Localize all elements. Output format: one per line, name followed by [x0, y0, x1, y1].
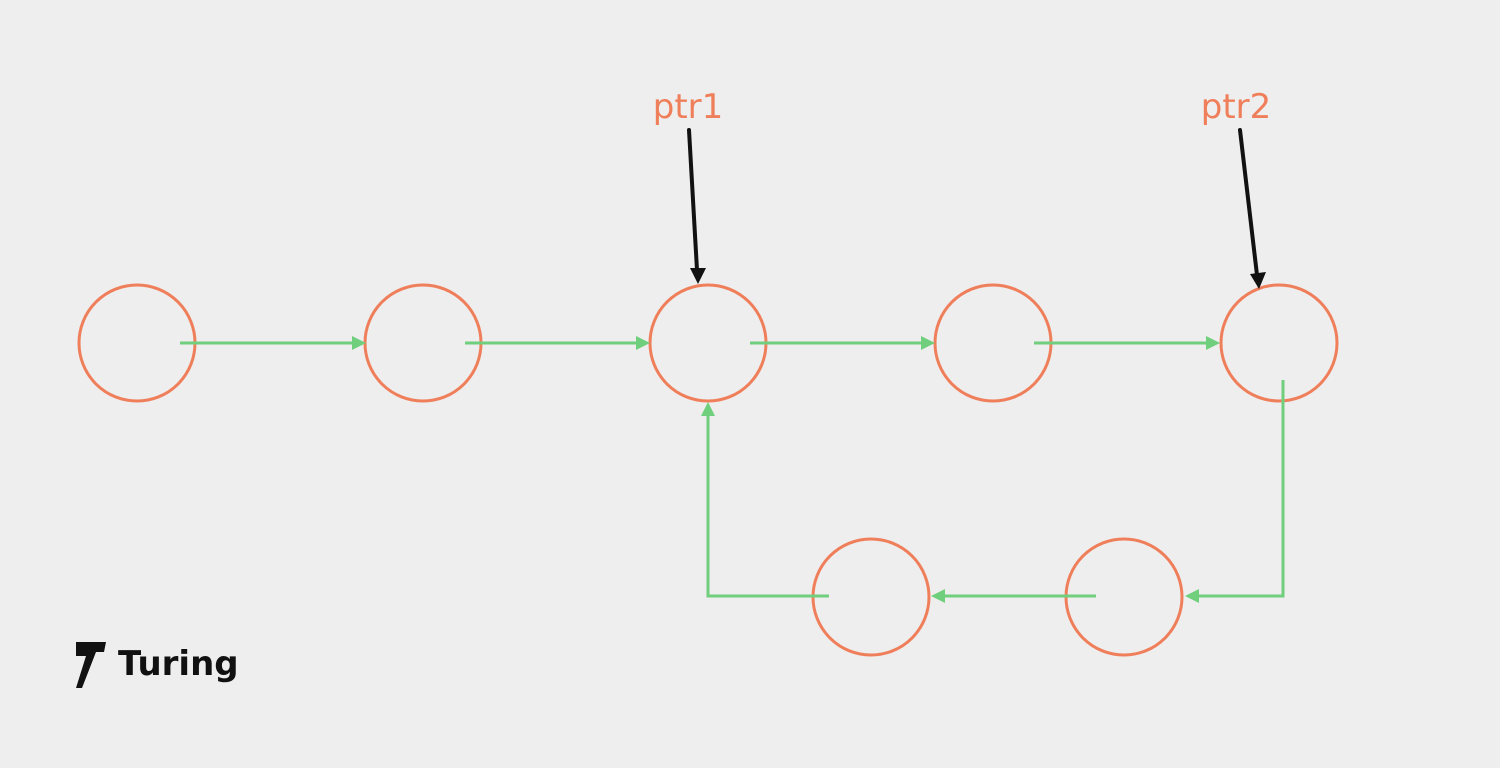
pointer-arrow-ptr1 — [690, 268, 706, 284]
edge-node-1-to-2 — [180, 336, 366, 350]
list-node-5 — [1219, 283, 1339, 403]
list-node-1 — [77, 283, 197, 403]
turing-brand: Turing — [74, 640, 239, 688]
list-node-3 — [648, 283, 768, 403]
list-node-7 — [811, 537, 931, 657]
edge-node-5-to-6 — [1185, 380, 1285, 603]
brand-name: Turing — [118, 644, 239, 684]
pointer-label-ptr2: ptr2 — [1201, 87, 1272, 127]
pointer-ptr1: ptr1 — [653, 87, 724, 284]
edge-node-6-to-7 — [931, 589, 1096, 603]
edge-node-3-to-4 — [750, 336, 935, 350]
pointer-arrow-ptr2 — [1250, 272, 1266, 289]
pointer-ptr2: ptr2 — [1201, 87, 1272, 289]
pointer-label-ptr1: ptr1 — [653, 87, 724, 127]
list-node-2 — [363, 283, 483, 403]
turing-logo-icon — [76, 642, 106, 688]
list-node-4 — [933, 283, 1053, 403]
edge-node-2-to-3 — [465, 336, 650, 350]
edge-node-7-to-3 — [701, 402, 829, 598]
edge-node-4-to-5 — [1034, 336, 1220, 350]
